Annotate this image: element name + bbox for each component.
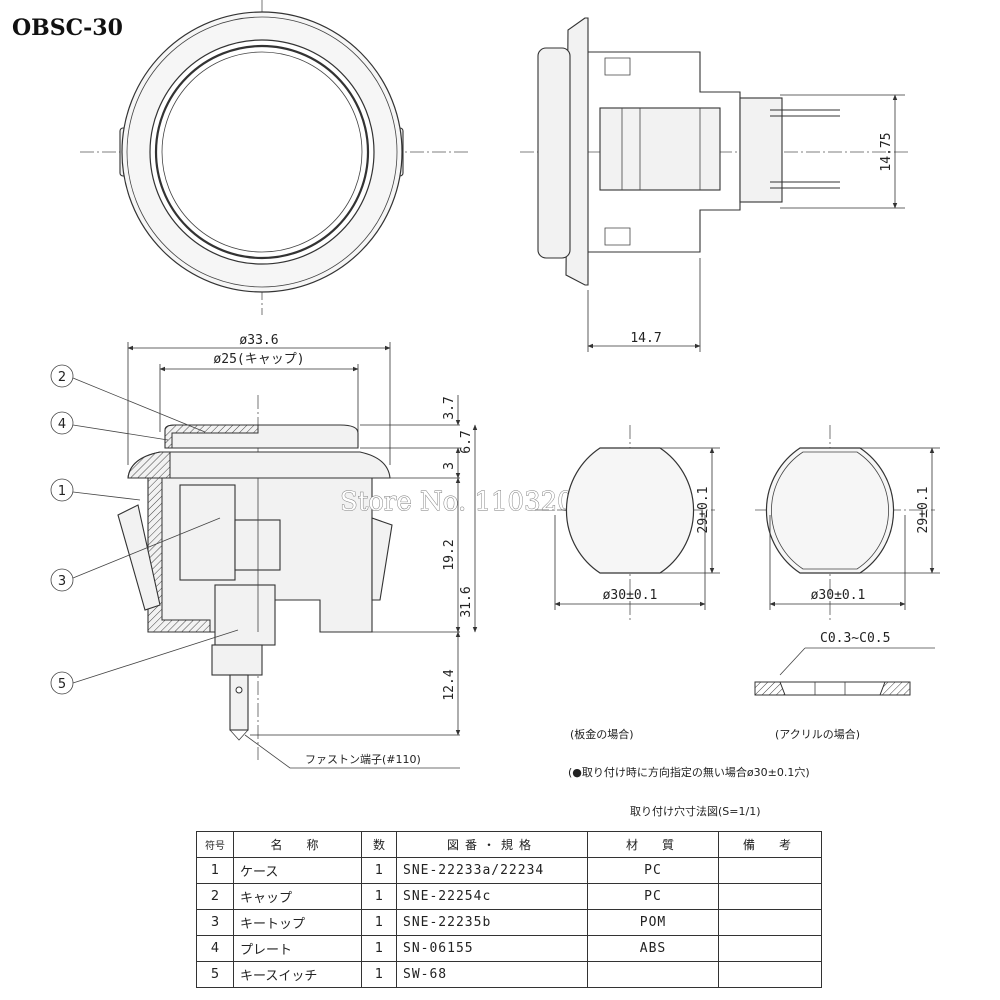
row-qty: 1 (361, 935, 397, 962)
row-no: 1 (196, 857, 234, 884)
row-remarks (718, 909, 822, 936)
callout-3: 3 (50, 517, 221, 592)
header-drawing: 図番・規格 (396, 831, 588, 858)
row-material: POM (587, 909, 719, 936)
table-row: 5 キースイッチ 1 SW-68 (196, 961, 822, 988)
row-qty: 1 (361, 857, 397, 884)
acrylic-hole-height: 29±0.1 (916, 487, 931, 534)
parts-table: 符号 名 称 数 図番・規格 材 質 備 考 1 ケース 1 SNE-22233… (196, 831, 822, 988)
section-view: ø33.6 ø25(キャップ) 3.7 (50, 333, 478, 769)
header-qty: 数 (361, 831, 397, 858)
row-name: キートップ (233, 909, 362, 936)
table-row: 2 キャップ 1 SNE-22254c PC (196, 883, 822, 910)
row-drawing: SN-06155 (396, 935, 588, 962)
row-qty: 1 (361, 961, 397, 988)
row-name: キャップ (233, 883, 362, 910)
row-no: 4 (196, 935, 234, 962)
chamfer-label: C0.3~C0.5 (820, 631, 890, 646)
drawing-title: OBSC-30 (12, 15, 123, 41)
sheet-hole-height: 29±0.1 (696, 487, 711, 534)
svg-text:2: 2 (58, 370, 66, 385)
row-name: プレート (233, 935, 362, 962)
header-material: 材 質 (587, 831, 719, 858)
row-no: 2 (196, 883, 234, 910)
table-row: 1 ケース 1 SNE-22233a/22234 PC (196, 857, 822, 884)
dim-6-7: 6.7 (459, 430, 474, 453)
mounting-hole-acrylic: 29±0.1 ø30±0.1 (755, 425, 940, 620)
svg-text:5: 5 (58, 677, 66, 692)
row-no: 3 (196, 909, 234, 936)
dim-depth-label: 14.7 (630, 331, 661, 346)
row-drawing: SNE-22235b (396, 909, 588, 936)
mounting-note: (●取り付け時に方向指定の無い場合ø30±0.1穴) (568, 765, 810, 779)
dim-outer-label: ø33.6 (239, 333, 278, 348)
row-name: キースイッチ (233, 961, 362, 988)
row-name: ケース (233, 857, 362, 884)
chamfer-detail: C0.3~C0.5 (754, 631, 935, 696)
row-material: ABS (587, 935, 719, 962)
sheet-metal-caption: (板金の場合) (570, 727, 634, 741)
header-name: 名 称 (233, 831, 362, 858)
sheet-hole-diameter: ø30±0.1 (603, 588, 658, 603)
acrylic-caption: (アクリルの場合) (775, 727, 860, 741)
svg-text:4: 4 (58, 417, 66, 432)
svg-text:1: 1 (58, 484, 66, 499)
row-remarks (718, 857, 822, 884)
table-row: 4 プレート 1 SN-06155 ABS (196, 935, 822, 962)
row-drawing: SNE-22233a/22234 (396, 857, 588, 884)
callout-5: 5 (50, 629, 239, 695)
callout-4: 4 (50, 411, 169, 441)
row-remarks (718, 961, 822, 988)
row-material: PC (587, 883, 719, 910)
terminal-label: ファストン端子(#110) (305, 753, 421, 766)
row-drawing: SW-68 (396, 961, 588, 988)
mounting-hole-sheet-metal: 29±0.1 ø30±0.1 (535, 425, 720, 620)
row-material (587, 961, 719, 988)
row-qty: 1 (361, 883, 397, 910)
row-drawing: SNE-22254c (396, 883, 588, 910)
header-symbol: 符号 (196, 831, 234, 858)
svg-text:3: 3 (58, 574, 66, 589)
table-row: 3 キートップ 1 SNE-22235b POM (196, 909, 822, 936)
row-remarks (718, 883, 822, 910)
dim-12-4: 12.4 (442, 669, 457, 700)
dim-3: 3 (442, 462, 457, 470)
callout-2: 2 (50, 364, 206, 433)
dim-3-7: 3.7 (442, 396, 457, 419)
callout-1: 1 (50, 478, 141, 502)
side-view: 14.75 14.7 (520, 17, 910, 352)
parts-table-header: 符号 名 称 数 図番・規格 材 質 備 考 (196, 831, 822, 858)
front-view (80, 0, 470, 315)
mounting-figure-caption: 取り付け穴寸法図(S=1/1) (630, 804, 761, 818)
dim-31-6: 31.6 (459, 586, 474, 617)
row-remarks (718, 935, 822, 962)
dim-height-label: 14.75 (879, 132, 894, 171)
dim-19-2: 19.2 (442, 539, 457, 570)
row-no: 5 (196, 961, 234, 988)
row-qty: 1 (361, 909, 397, 936)
dim-cap-label: ø25(キャップ) (213, 352, 304, 367)
header-remarks: 備 考 (718, 831, 822, 858)
acrylic-hole-diameter: ø30±0.1 (811, 588, 866, 603)
row-material: PC (587, 857, 719, 884)
